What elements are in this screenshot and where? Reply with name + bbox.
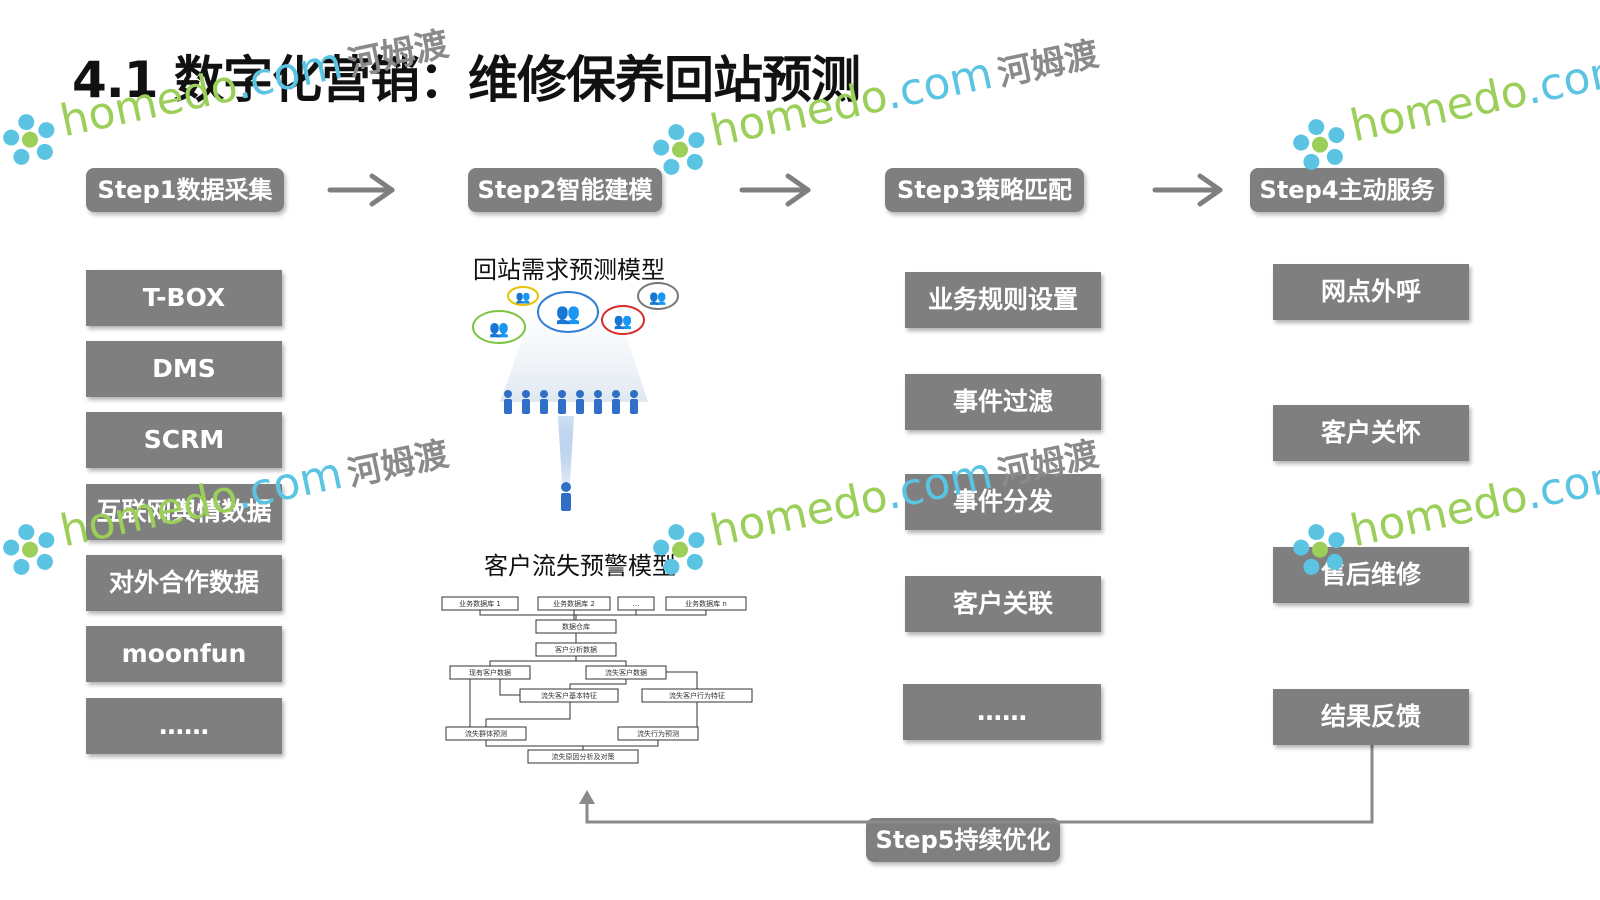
source-scrm: SCRM — [86, 412, 282, 468]
source-internet-opinion: 互联网舆情数据 — [86, 484, 282, 540]
people-group-icon — [601, 305, 645, 335]
source-dms: DMS — [86, 341, 282, 397]
flow-node: 业务数据库 n — [685, 599, 727, 608]
people-group-icon — [537, 291, 599, 333]
right-arrow-icon — [739, 173, 811, 207]
service-customer-care: 客户关怀 — [1273, 405, 1469, 461]
service-feedback: 结果反馈 — [1273, 689, 1469, 745]
step5-label: Step5持续优化 — [866, 818, 1060, 862]
source-partner-data: 对外合作数据 — [86, 555, 282, 611]
page-title: 4.1 数字化营销：维修保养回站预测 — [72, 51, 861, 109]
right-arrow-icon — [1152, 173, 1223, 207]
feedback-loop-arrow — [585, 745, 1374, 824]
svg-text:👥: 👥 — [516, 290, 531, 304]
source-moonfun: moonfun — [86, 626, 282, 682]
strategy-event-dispatch: 事件分发 — [905, 474, 1101, 530]
flow-node: … — [633, 600, 640, 608]
flow-node: 流失客户基本特征 — [541, 691, 597, 700]
flow-node: 流失客户数据 — [605, 668, 647, 677]
flow-node: 业务数据库 1 — [459, 599, 501, 608]
flow-node: 流失行为预测 — [637, 729, 679, 738]
svg-text:👥: 👥 — [556, 301, 581, 325]
people-row-icon — [504, 390, 638, 414]
strategy-customer-link: 客户关联 — [905, 576, 1101, 632]
model-title-return: 回站需求预测模型 — [473, 256, 665, 284]
strategy-rules: 业务规则设置 — [905, 272, 1101, 328]
source-more: …… — [86, 698, 282, 754]
flow-node: 流失客户行为特征 — [669, 691, 725, 700]
step2-label: Step2智能建模 — [468, 168, 662, 212]
service-after-sales: 售后维修 — [1273, 547, 1469, 603]
people-group-icon — [472, 310, 526, 344]
step3-label: Step3策略匹配 — [885, 168, 1084, 212]
svg-text:👥: 👥 — [614, 312, 633, 330]
up-arrow-icon — [579, 790, 595, 804]
step1-label: Step1数据采集 — [86, 168, 284, 212]
flow-node: 现有客户数据 — [469, 668, 511, 677]
people-group-icon — [507, 286, 539, 306]
people-group-icon — [637, 282, 679, 310]
flow-node: 数据仓库 — [562, 622, 590, 631]
step4-label: Step4主动服务 — [1250, 168, 1444, 212]
flow-node: 流失原因分析及对策 — [552, 752, 615, 761]
model-title-churn: 客户流失预警模型 — [484, 552, 676, 580]
return-demand-model-graphic: 👥 👥 👥 👥 👥 — [472, 282, 679, 511]
flow-node: 流失群体预测 — [465, 729, 507, 738]
churn-flowchart: 业务数据库 1 业务数据库 2 … 业务数据库 n 数据仓库 客户分析数据 现有… — [441, 596, 753, 764]
flow-node: 业务数据库 2 — [553, 599, 595, 608]
source-tbox: T-BOX — [86, 270, 282, 326]
person-icon — [561, 482, 571, 511]
svg-text:👥: 👥 — [489, 319, 509, 338]
strategy-event-filter: 事件过滤 — [905, 374, 1101, 430]
right-arrow-icon — [327, 173, 395, 207]
strategy-more: …… — [903, 684, 1101, 740]
service-outbound-call: 网点外呼 — [1273, 264, 1469, 320]
flow-node: 客户分析数据 — [555, 645, 597, 654]
svg-text:👥: 👥 — [649, 290, 666, 306]
